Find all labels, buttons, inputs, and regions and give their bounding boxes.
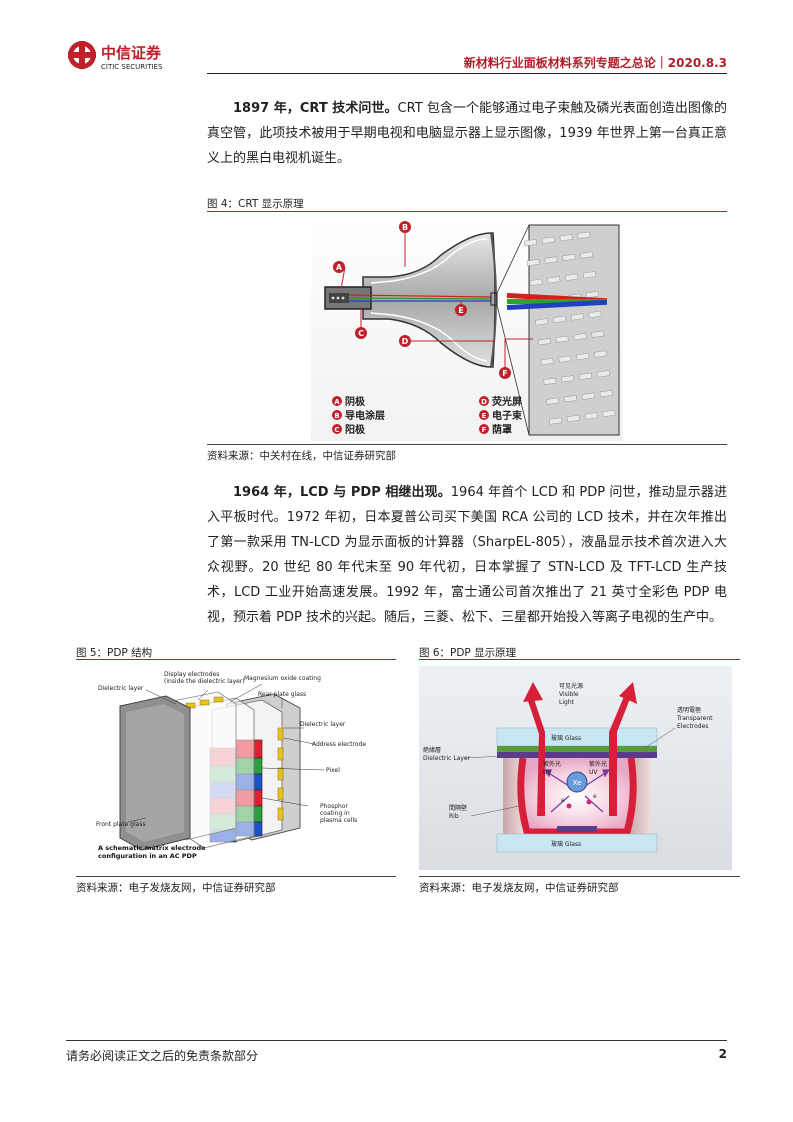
legend-d: D 荧光屏 (479, 395, 522, 408)
svg-text:导电涂层: 导电涂层 (345, 409, 385, 422)
svg-text:Address electrode: Address electrode (312, 741, 366, 748)
svg-text:荧光屏: 荧光屏 (492, 395, 522, 408)
marker-f: F (499, 367, 511, 379)
paragraph-crt: 1897 年，CRT 技术问世。CRT 包含一个能够通过电子束触及磷光表面创造出… (207, 96, 727, 171)
pdp-principle-diagram: Xe e e 可见光源 Visible Light 透明電極 Transpare… (419, 666, 732, 870)
svg-text:阴极: 阴极 (345, 395, 366, 408)
header-title: 新材料行业面板材料系列专题之总论｜2020.8.3 (463, 56, 727, 70)
fig6-source: 资料来源：电子发烧友网，中信证券研究部 (419, 882, 619, 894)
svg-text:Xe: Xe (573, 779, 582, 787)
crt-diagram: A B C D E F A 阴极 B 导电涂层 C 阳极 D 荧光屏 E 电子束 F 荫罩 (311, 215, 623, 441)
legend-b: B 导电涂层 (332, 409, 385, 422)
marker-b: B (399, 221, 411, 233)
fig6-caption: 图 6：PDP 显示原理 (419, 647, 517, 659)
paragraph-crt-body: CRT 包含一个能够通过电子束触及磷光表面创造出图像的真空管，此项技术被用于早期… (207, 101, 727, 166)
page-number: 2 (718, 1047, 727, 1061)
marker-c: C (355, 327, 367, 339)
svg-text:Dielectric layer: Dielectric layer (300, 721, 346, 728)
crt-legend: A 阴极 B 导电涂层 C 阳极 D 荧光屏 E 电子束 F 荫罩 (332, 395, 523, 436)
svg-text:C: C (334, 426, 339, 434)
logo-cn: 中信证券 (101, 44, 162, 62)
fig4-source-rule (207, 444, 727, 445)
citic-emblem-icon (68, 41, 96, 69)
marker-a: A (333, 261, 345, 273)
fig4-caption-rule (207, 211, 727, 212)
svg-text:紫外光: 紫外光 (589, 760, 607, 768)
legend-f: F 荫罩 (479, 423, 512, 436)
svg-text:configuration in an AC PDP: configuration in an AC PDP (98, 852, 197, 860)
svg-text:紫外光: 紫外光 (543, 760, 561, 768)
logo-en: CITIC SECURITIES (101, 63, 163, 71)
legend-c: C 阳极 (332, 423, 366, 436)
svg-text:Magnesium oxide coating: Magnesium oxide coating (244, 675, 321, 682)
legend-a: A 阴极 (332, 395, 366, 408)
fig6-source-rule (419, 876, 740, 877)
svg-text:B: B (402, 223, 408, 232)
fig5-source: 资料来源：电子发烧友网，中信证券研究部 (76, 882, 276, 894)
paragraph-lcd-pdp-body: 1964 年首个 LCD 和 PDP 问世，推动显示器进入平板时代。1972 年… (207, 485, 728, 625)
fig4-source: 资料来源：中关村在线，中信证券研究部 (207, 450, 396, 462)
paragraph-lcd-pdp: 1964 年，LCD 与 PDP 相继出现。1964 年首个 LCD 和 PDP… (207, 480, 727, 630)
dielectric-layer (497, 752, 657, 758)
svg-text:透明電極: 透明電極 (677, 706, 701, 714)
svg-text:D: D (402, 337, 409, 346)
svg-text:E: E (482, 412, 487, 420)
fig4-caption: 图 4：CRT 显示原理 (207, 198, 304, 210)
svg-text:e: e (593, 793, 597, 800)
footer-disclaimer: 请务必阅读正文之后的免责条款部分 (66, 1049, 259, 1063)
transparent-electrodes (497, 746, 657, 752)
paragraph-lcd-pdp-lead: 1964 年，LCD 与 PDP 相继出现。 (233, 485, 451, 500)
svg-text:Dielectric layer: Dielectric layer (98, 685, 144, 692)
svg-text:F: F (482, 426, 487, 434)
svg-text:E: E (458, 306, 463, 315)
svg-text:玻璃 Glass: 玻璃 Glass (551, 840, 581, 848)
svg-text:电子束: 电子束 (492, 409, 523, 422)
svg-text:C: C (358, 329, 364, 338)
svg-text:Rib: Rib (449, 813, 459, 820)
fig5-caption: 图 5：PDP 结构 (76, 647, 153, 659)
svg-text:Transparent: Transparent (676, 715, 713, 722)
svg-text:F: F (502, 369, 507, 378)
svg-text:玻璃 Glass: 玻璃 Glass (551, 734, 581, 742)
svg-text:A: A (336, 263, 343, 272)
bottom-glass (496, 833, 658, 853)
paragraph-crt-lead: 1897 年，CRT 技术问世。 (233, 101, 398, 116)
svg-text:Dielectric Layer: Dielectric Layer (423, 755, 471, 762)
svg-text:A: A (334, 398, 340, 406)
footer-rule (66, 1040, 727, 1041)
header-rule (207, 73, 727, 74)
citic-logo: 中信证券 CITIC SECURITIES (68, 41, 163, 71)
svg-text:可见光源: 可见光源 (559, 682, 583, 690)
pdp-structure-diagram: Dielectric layer Display electrodes (ins… (86, 668, 386, 868)
svg-text:絶緣層: 絶緣層 (423, 746, 441, 754)
svg-text:Front plate glass: Front plate glass (96, 821, 146, 828)
svg-text:Electrodes: Electrodes (677, 723, 708, 730)
svg-text:plasma cells: plasma cells (320, 817, 357, 824)
svg-text:UV: UV (589, 769, 598, 776)
fig6-caption-rule (419, 659, 740, 660)
svg-text:Visible: Visible (559, 691, 579, 698)
svg-text:(inside the dielectric layer): (inside the dielectric layer) (164, 678, 245, 685)
svg-text:Pixel: Pixel (326, 767, 340, 774)
fig5-caption-rule (76, 659, 396, 660)
legend-e: E 电子束 (479, 409, 523, 422)
svg-text:Phosphor: Phosphor (320, 803, 349, 810)
marker-e: E (455, 304, 467, 316)
svg-text:荫罩: 荫罩 (492, 423, 512, 436)
fig5-source-rule (76, 876, 396, 877)
svg-text:Display electrodes: Display electrodes (164, 671, 219, 678)
svg-text:阳极: 阳极 (345, 423, 366, 436)
svg-text:Rear plate glass: Rear plate glass (258, 691, 306, 698)
marker-d: D (399, 335, 411, 347)
svg-text:Light: Light (559, 699, 575, 706)
svg-text:間隔壁: 間隔壁 (449, 804, 467, 812)
svg-text:B: B (334, 412, 339, 420)
svg-text:UV: UV (543, 769, 552, 776)
svg-text:A schematic matrix electrode: A schematic matrix electrode (98, 844, 206, 852)
svg-text:e: e (561, 797, 565, 804)
crt-tube (362, 232, 496, 368)
svg-text:coating in: coating in (320, 810, 350, 817)
xe-atom (566, 771, 588, 793)
svg-text:D: D (481, 398, 487, 406)
